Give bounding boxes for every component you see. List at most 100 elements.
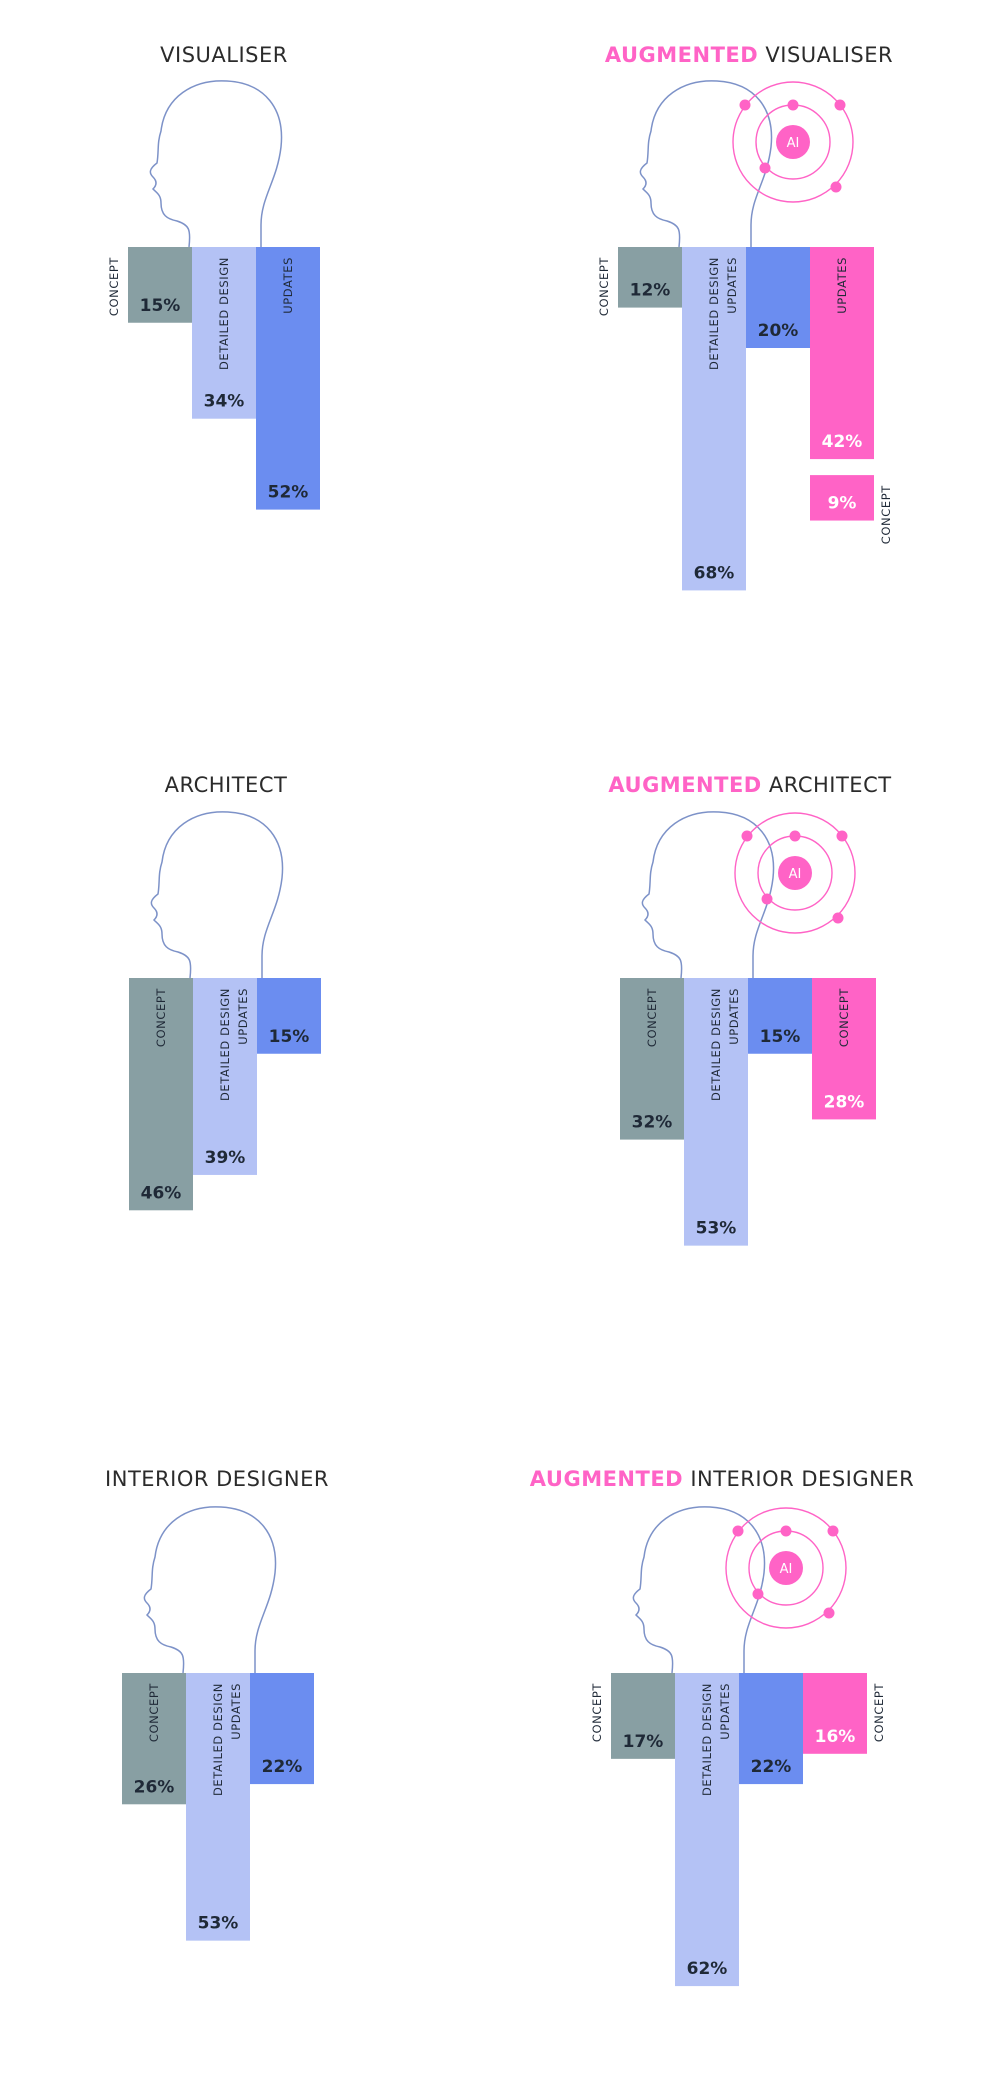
title-prefix: AUGMENTED [608,773,761,797]
bar-detailed-design [192,247,256,419]
human-head-outline-icon [632,1506,766,1674]
panel-title: INTERIOR DESIGNER [105,1467,329,1491]
bar-value-label: 15% [140,296,181,316]
bar-value-label: 17% [623,1732,664,1752]
ai-core [769,1551,803,1585]
ai-bar-name-label: CONCEPT [872,1683,886,1743]
ai-bar-value-label: 28% [824,1092,865,1112]
ai-electron-dot [787,99,799,111]
bar-value-label: 26% [134,1777,175,1797]
bar-name-label: CONCEPT [645,988,659,1048]
bar-name-label: CONCEPT [107,257,121,317]
bar-detailed-design [193,978,257,1175]
bar-value-label: 68% [694,563,735,583]
bar-concept [620,978,684,1140]
ai-electron-dot [823,1607,835,1619]
bar-detailed-design [684,978,748,1246]
bar-concept [611,1673,675,1759]
ai-bar-concept [810,475,874,521]
ai-label: AI [780,1562,793,1577]
bar-name-label: UPDATES [718,1683,732,1740]
bar-name-label: CONCEPT [590,1683,604,1743]
bar-concept [128,247,192,323]
bar-name-label: UPDATES [725,257,739,314]
ai-bar-value-label: 42% [822,432,863,452]
ai-label: AI [789,867,802,882]
bar-name-label: DETAILED DESIGN [707,257,721,370]
ai-bar-name-label: UPDATES [835,257,849,314]
panel-title: ARCHITECT [165,773,288,797]
ai-electron-dot [759,162,771,174]
ai-bar-name-label: CONCEPT [879,485,893,545]
title-prefix: AUGMENTED [605,43,758,67]
panel-title: VISUALISER [160,43,288,67]
title-role: VISUALISER [765,43,893,67]
bar-value-label: 34% [204,392,245,412]
ai-outer-orbit [725,1507,847,1629]
human-head-outline-icon [150,811,284,979]
bar-detailed-design [186,1673,250,1941]
bar-name-label: UPDATES [236,988,250,1045]
ai-bar-name-label: CONCEPT [837,988,851,1048]
ai-bar-value-label: 16% [815,1727,856,1747]
bar-name-label: DETAILED DESIGN [709,988,723,1101]
bar-updates [250,1673,314,1785]
ai-electron-dot [732,1525,744,1537]
bar-value-label: 22% [751,1757,792,1777]
bar-detailed-design [682,247,746,591]
ai-electron-dot [752,1588,764,1600]
bar-concept [129,978,193,1211]
bar-value-label: 15% [269,1027,310,1047]
title-role: ARCHITECT [165,773,288,797]
bar-name-label: UPDATES [727,988,741,1045]
title-role: INTERIOR DESIGNER [690,1467,914,1491]
title-role: ARCHITECT [769,773,892,797]
ai-electron-dot [832,912,844,924]
human-head-outline-icon [143,1506,277,1674]
ai-atom-icon: AI [734,812,856,934]
bar-name-label: DETAILED DESIGN [218,988,232,1101]
ai-outer-orbit [734,812,856,934]
bar-concept [618,247,682,308]
ai-core [778,856,812,890]
title-role: VISUALISER [160,43,288,67]
bar-updates [748,978,812,1054]
bar-name-label: UPDATES [229,1683,243,1740]
ai-outer-orbit [732,81,854,203]
bar-value-label: 15% [760,1027,801,1047]
bar-value-label: 52% [268,483,309,503]
ai-electron-dot [827,1525,839,1537]
ai-electron-dot [789,830,801,842]
bar-name-label: UPDATES [281,257,295,314]
title-space [762,773,769,797]
bar-name-label: DETAILED DESIGN [217,257,231,370]
bar-name-label: CONCEPT [147,1683,161,1743]
ai-electron-dot [830,181,842,193]
bar-updates [257,978,321,1054]
title-prefix: AUGMENTED [530,1467,683,1491]
bar-value-label: 53% [696,1219,737,1239]
bar-updates [256,247,320,510]
human-head-outline-icon [149,80,283,248]
ai-core [776,125,810,159]
human-head-outline-icon [641,811,775,979]
panel-title: AUGMENTED ARCHITECT [608,773,891,797]
bar-name-label: CONCEPT [597,257,611,317]
ai-bar-updates [810,247,874,460]
panel-title: AUGMENTED INTERIOR DESIGNER [530,1467,914,1491]
bar-updates [739,1673,803,1785]
bar-value-label: 46% [141,1183,182,1203]
bar-detailed-design [675,1673,739,1987]
bar-value-label: 22% [262,1757,303,1777]
bar-name-label: CONCEPT [154,988,168,1048]
ai-electron-dot [761,893,773,905]
title-role: INTERIOR DESIGNER [105,1467,329,1491]
ai-label: AI [787,136,800,151]
ai-atom-icon: AI [725,1507,847,1629]
panel-title: AUGMENTED VISUALISER [605,43,893,67]
bar-value-label: 53% [198,1914,239,1934]
